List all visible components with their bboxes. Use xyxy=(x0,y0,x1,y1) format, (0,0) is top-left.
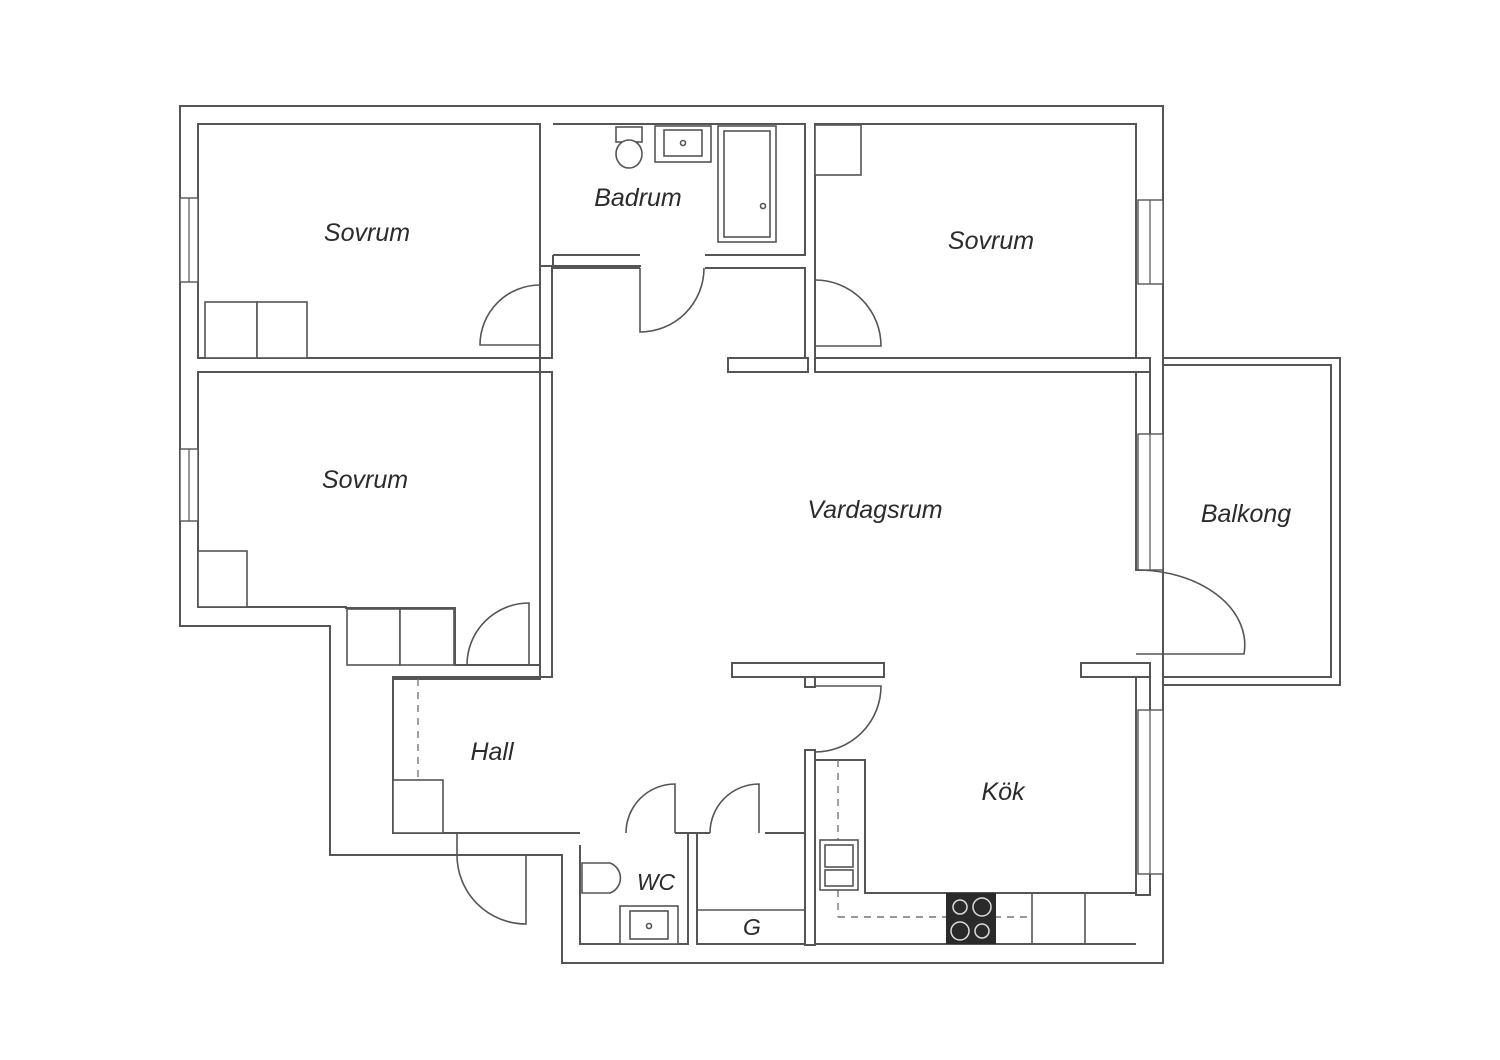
room-sovrum-mid-left xyxy=(197,371,541,666)
room-labels: Sovrum Badrum Sovrum Sovrum Vardagsrum B… xyxy=(322,184,1291,940)
hall-fixtures xyxy=(392,679,444,834)
label-balkong: Balkong xyxy=(1201,500,1291,528)
label-g: G xyxy=(743,914,761,940)
label-sovrum-mid-left: Sovrum xyxy=(322,466,408,494)
label-hall: Hall xyxy=(470,738,515,766)
label-badrum: Badrum xyxy=(594,184,682,212)
label-kok: Kök xyxy=(981,778,1026,806)
doors xyxy=(456,267,1246,925)
kitchen-fixtures xyxy=(815,759,1136,944)
windows xyxy=(179,197,1164,875)
room-badrum xyxy=(553,123,806,256)
label-wc: WC xyxy=(637,869,676,895)
label-vardagsrum: Vardagsrum xyxy=(807,496,942,524)
wc-fixtures xyxy=(581,862,679,945)
label-sovrum-top-right: Sovrum xyxy=(948,227,1034,255)
room-balkong xyxy=(1163,357,1341,686)
label-sovrum-top-left: Sovrum xyxy=(324,219,410,247)
